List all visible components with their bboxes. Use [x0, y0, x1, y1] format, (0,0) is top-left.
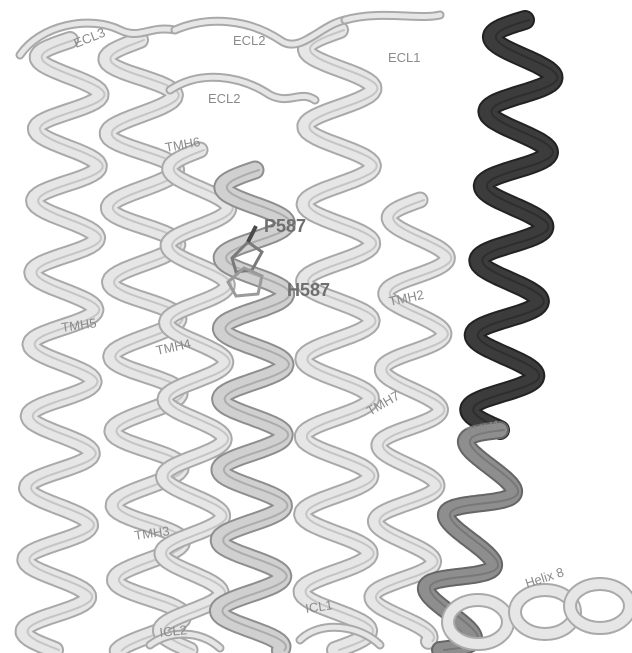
- loop-ecl1: [345, 15, 440, 20]
- helix-tmh1-upper: [469, 20, 557, 430]
- label-ecl1: ECL1: [388, 50, 421, 65]
- helix-layer: [24, 20, 630, 651]
- helix-tmh5: [24, 40, 105, 650]
- loop-ecl2-beta: [170, 77, 315, 100]
- label-ecl2-top: ECL2: [233, 33, 266, 48]
- label-icl2: ICL2: [159, 622, 188, 640]
- label-ecl3: ECL3: [72, 25, 108, 51]
- helix-tmh7: [302, 30, 378, 650]
- helix-tmh3: [218, 170, 290, 650]
- label-h587: H587: [287, 280, 330, 300]
- label-p587: P587: [264, 216, 306, 236]
- label-ecl2-mid: ECL2: [208, 91, 241, 106]
